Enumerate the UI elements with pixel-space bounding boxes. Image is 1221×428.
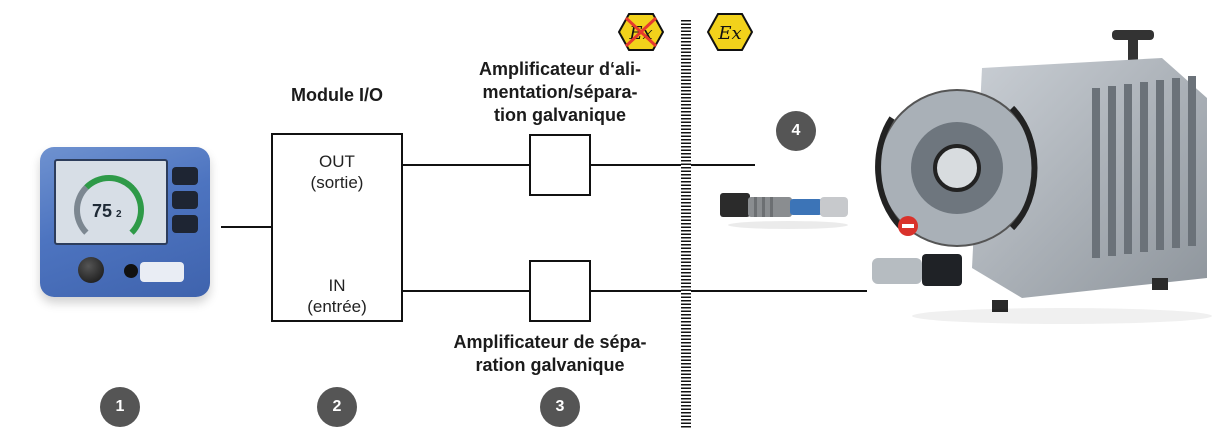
port-in-label: IN <box>328 276 346 295</box>
gauge-icon <box>74 175 144 245</box>
amp-bottom-title-line1: Amplificateur de sépa- <box>453 332 647 352</box>
wire-controller-module <box>221 226 273 228</box>
io-module-box: OUT (sortie) IN (entrée) <box>271 133 403 322</box>
wire-in-to-amp-bottom <box>403 290 530 292</box>
wire-out-to-amp-top <box>403 164 530 166</box>
controller-display-unit: 2 <box>116 209 122 220</box>
controller-display: 75 2 <box>54 159 168 245</box>
port-out-sublabel: (sortie) <box>310 173 364 192</box>
svg-text:Ex: Ex <box>717 23 741 44</box>
badge-2: 2 <box>317 387 357 427</box>
controller-button-3 <box>172 215 198 233</box>
amp-top-title-line1: Amplificateur d‘ali- <box>478 59 642 79</box>
wire-amp-top-to-sensor <box>590 164 755 166</box>
amp-box-supply <box>529 134 591 196</box>
vacuum-pump <box>872 30 1212 324</box>
amp-top-title-line2: mentation/sépara- <box>482 82 638 102</box>
badge-3: 3 <box>540 387 580 427</box>
ex-zone-barrier <box>681 20 691 428</box>
controller-logo <box>140 262 184 282</box>
ex-atex-icon: Ex <box>707 13 753 51</box>
vacuum-controller: 75 2 <box>40 147 210 297</box>
module-title: Module I/O <box>291 85 383 105</box>
controller-knob-icon <box>78 257 104 283</box>
power-icon <box>124 264 138 278</box>
amp-bottom-title-line2: ration galvanique <box>475 355 625 375</box>
badge-4: 4 <box>776 111 816 151</box>
ex-crossed-icon: Ex <box>618 13 664 51</box>
wire-amp-bottom-to-pump <box>590 290 867 292</box>
port-out-label: OUT <box>319 152 355 171</box>
controller-button-1 <box>172 167 198 185</box>
port-in-sublabel: (entrée) <box>307 297 367 316</box>
amp-box-isolation <box>529 260 591 322</box>
pressure-sensor <box>720 193 848 229</box>
badge-1: 1 <box>100 387 140 427</box>
controller-display-value: 75 <box>92 201 113 221</box>
controller-button-2 <box>172 191 198 209</box>
amp-top-title-line3: tion galvanique <box>493 105 626 125</box>
